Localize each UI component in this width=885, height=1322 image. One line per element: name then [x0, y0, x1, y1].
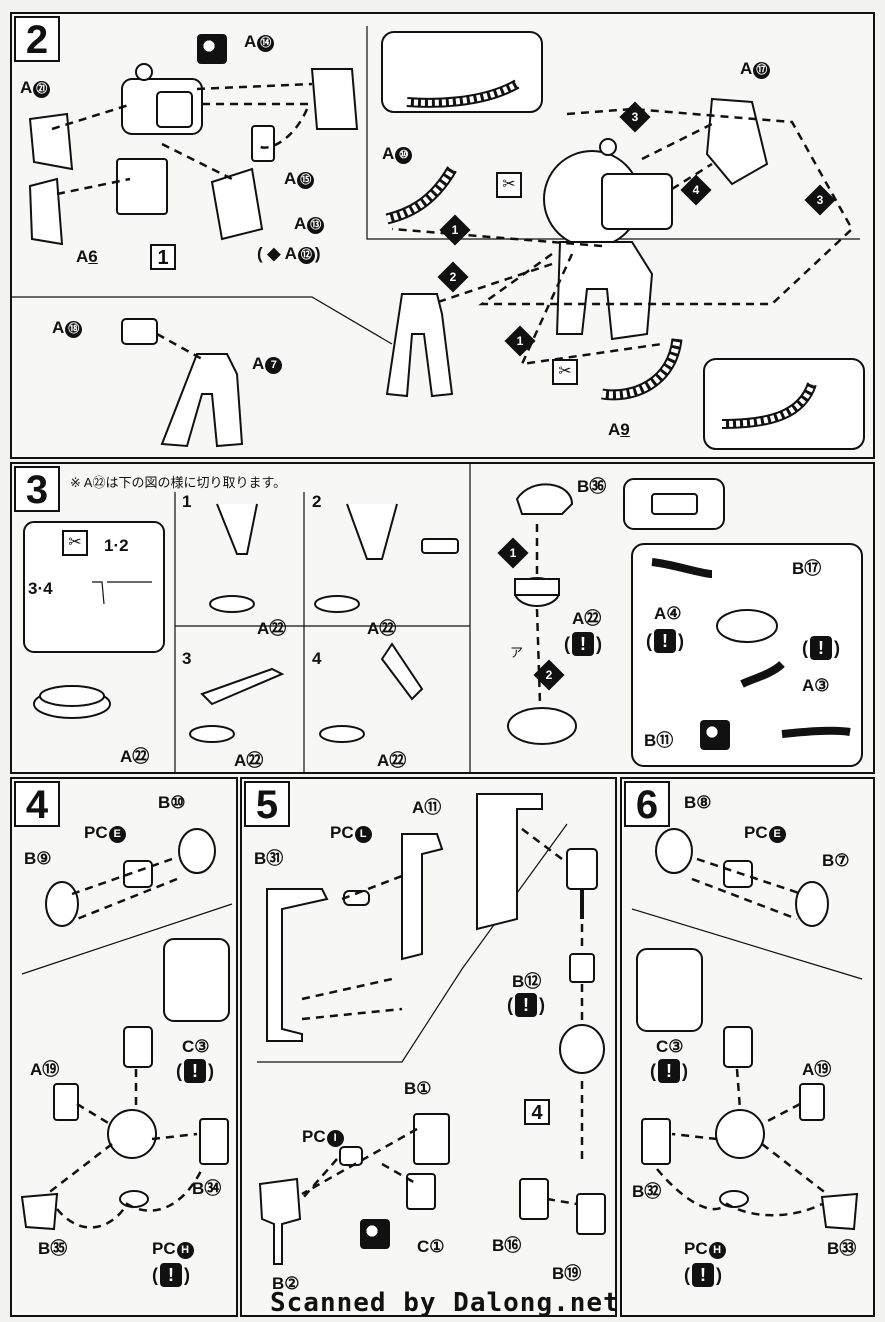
guide-label: 1·2: [104, 536, 129, 555]
part-label-b36: B㊱: [577, 477, 607, 496]
caution-mark: (!): [650, 1059, 688, 1083]
sequence-marker: 2: [437, 261, 469, 293]
polycap-icon: [700, 720, 730, 750]
caution-mark: (!): [564, 632, 602, 656]
step-4-drawing: [20, 828, 233, 1231]
step-number: 6: [624, 781, 670, 827]
step-3-panel: 3 ※ A㉒は下の図の様に切り取ります。 ✂: [10, 462, 875, 774]
step-5-drawing: [257, 793, 606, 1265]
part-label-b19: B⑲: [552, 1264, 582, 1283]
caution-mark: (!): [176, 1059, 214, 1083]
part-label-b8: B⑧: [684, 793, 712, 812]
part-label-c3: C③: [656, 1037, 684, 1056]
sub-assembly-ref: 1: [150, 244, 176, 270]
part-label-a3: A③: [802, 676, 830, 695]
step-2-panel: 2: [10, 12, 875, 459]
part-label-b12: B⑫: [512, 972, 542, 991]
part-label-b35: B㉟: [38, 1239, 68, 1258]
sequence-marker: 3: [804, 184, 836, 216]
part-label-a22: A㉒: [234, 751, 264, 770]
sequence-marker: 1: [497, 537, 529, 569]
part-label-a22: A㉒: [377, 751, 407, 770]
cutting-note: ※ A㉒は下の図の様に切り取ります。: [70, 475, 287, 490]
cut-icon: ✂: [496, 172, 522, 198]
sequence-marker: 1: [504, 325, 536, 357]
mark-label: ア: [510, 645, 524, 660]
part-label-a9: A9: [608, 420, 630, 439]
part-label-c3: C③: [182, 1037, 210, 1056]
sequence-marker: 3: [619, 101, 651, 133]
part-label-a22: A㉒: [120, 747, 150, 766]
step-number: 3: [14, 466, 60, 512]
part-label-b11: B⑪: [644, 731, 674, 750]
step-number: 4: [14, 781, 60, 827]
polycap-icon: [197, 34, 227, 64]
caution-mark: (!): [684, 1263, 722, 1287]
substep-3: 3: [182, 649, 192, 668]
part-label-b7: B⑦: [822, 851, 850, 870]
substep-1: 1: [182, 492, 192, 511]
step-number: 5: [244, 781, 290, 827]
sequence-marker: 1: [439, 214, 471, 246]
caution-mark: (!): [646, 629, 684, 653]
substep-2: 2: [312, 492, 322, 511]
part-label-a6: A6: [76, 247, 98, 266]
part-label-a22: A㉒: [367, 619, 397, 638]
caution-mark: (!): [507, 993, 545, 1017]
part-label-a19: A⑲: [802, 1060, 832, 1079]
caution-mark: (!): [802, 636, 840, 660]
sequence-marker: 2: [533, 659, 565, 691]
part-label-a11: A⑪: [412, 798, 442, 817]
part-label-a22: A㉒: [257, 619, 287, 638]
part-label-b17: B⑰: [792, 559, 822, 578]
step-number: 2: [14, 16, 60, 62]
polycap-icon: [360, 1219, 390, 1249]
caution-mark: (!): [152, 1263, 190, 1287]
part-label-b10: B⑩: [158, 793, 186, 812]
cut-icon: ✂: [552, 359, 578, 385]
part-label-b32: B㉜: [632, 1182, 662, 1201]
sub-assembly-ref: 4: [524, 1099, 550, 1125]
part-label-b31: B㉛: [254, 849, 284, 868]
part-label-b1: B①: [404, 1079, 432, 1098]
part-label-b34: B㉞: [192, 1179, 222, 1198]
guide-label: 3·4: [28, 579, 53, 598]
step-2-drawing: [12, 26, 865, 450]
part-label-a19: A⑲: [30, 1060, 60, 1079]
scan-credit: Scanned by Dalong.net: [270, 1288, 620, 1318]
part-label-b2: B②: [272, 1274, 300, 1293]
part-label-a4: A④: [654, 604, 682, 623]
part-label-b9: B⑨: [24, 849, 52, 868]
part-label-b16: B⑯: [492, 1236, 522, 1255]
step-3-drawing: [23, 464, 863, 772]
step-6-drawing: [631, 828, 863, 1231]
part-label-a22: A㉒: [572, 609, 602, 628]
substep-4: 4: [312, 649, 322, 668]
sequence-marker: 4: [680, 174, 712, 206]
part-label-b33: B㉝: [827, 1239, 857, 1258]
cut-icon: ✂: [62, 530, 88, 556]
part-label-c1: C①: [417, 1237, 445, 1256]
